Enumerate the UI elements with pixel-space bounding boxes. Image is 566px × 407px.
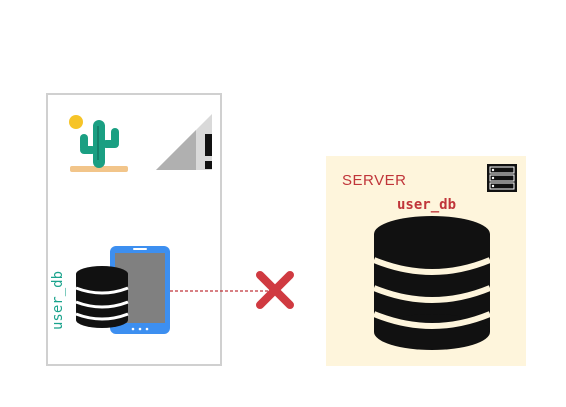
server-label: SERVER — [342, 172, 407, 189]
client-db-label: user_db — [50, 270, 66, 330]
no-signal-icon — [156, 114, 212, 170]
server-rack-icon — [487, 164, 517, 192]
connection-line — [170, 290, 270, 292]
x-icon — [256, 271, 294, 309]
server-database-icon — [372, 216, 492, 350]
cactus-icon — [69, 115, 128, 172]
client-database-icon — [75, 266, 129, 328]
server-db-label: user_db — [397, 197, 457, 213]
